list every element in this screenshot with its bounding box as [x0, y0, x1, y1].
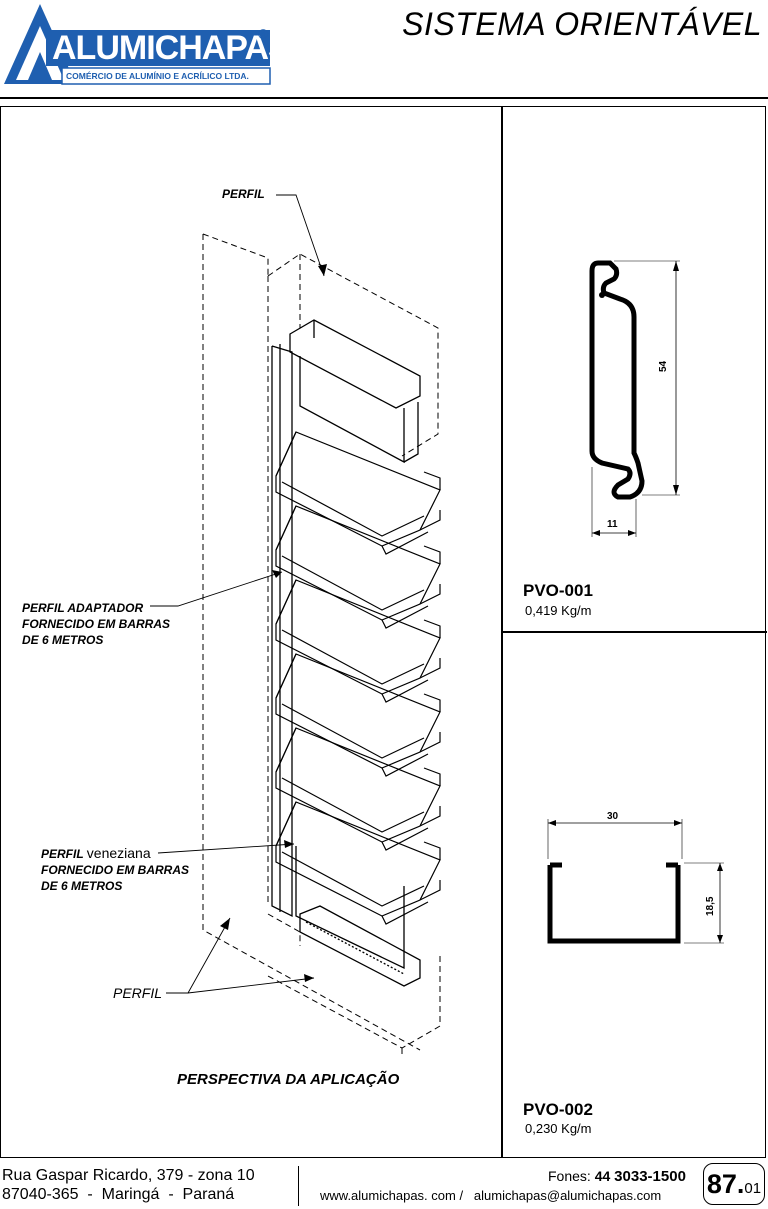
address-line1: Rua Gaspar Ricardo, 379 - zona 10 [2, 1167, 255, 1184]
label-adaptador-line3: DE 6 METROS [22, 633, 104, 647]
label-veneziana-line2: FORNECIDO EM BARRAS [41, 863, 190, 877]
label-veneziana: PERFIL veneziana FORNECIDO EM BARRAS DE … [41, 845, 189, 894]
phone-label: Fones: [548, 1168, 591, 1184]
louvre-blades [275, 431, 441, 925]
page-number-badge: 87.01 [703, 1163, 765, 1205]
pvo-002-width-dim: 30 [607, 811, 619, 822]
header-rule [0, 97, 768, 99]
phone-ddd: 44 [594, 1168, 611, 1184]
page-title: SISTEMA ORIENTÁVEL [402, 6, 762, 42]
address-line2: 87040-365 - Maringá - Paraná [2, 1186, 235, 1203]
profile-pvo-001-drawing [589, 260, 680, 537]
pvo-002-weight: 0,230 Kg/m [525, 1121, 592, 1136]
page-number-minor: 01 [744, 1180, 762, 1197]
pvo-002-code: PVO-002 [523, 1100, 593, 1119]
label-veneziana-prefix: PERFIL [41, 847, 84, 861]
label-adaptador-line1: PERFIL ADAPTADOR [22, 601, 144, 615]
company-logo: ALUMICHAPAS ® COMÉRCIO DE ALUMÍNIO E ACR… [2, 2, 291, 88]
label-adaptador: PERFIL ADAPTADOR FORNECIDO EM BARRAS DE … [22, 600, 170, 648]
phone-block: Fones: 44 3033-1500 [548, 1168, 686, 1185]
page-number-major: 87. [706, 1169, 745, 1199]
logo-registered-mark: ® [258, 26, 269, 42]
pvo-001-code: PVO-001 [523, 581, 593, 600]
label-perfil-bottom: PERFIL [113, 985, 163, 1001]
logo-wordmark: ALUMICHAPAS [52, 29, 291, 67]
phone-number: 3033-1500 [614, 1168, 686, 1185]
pvo-002-height-dim: 18,5 [705, 896, 716, 916]
logo-tagline: COMÉRCIO DE ALUMÍNIO E ACRÍLICO LTDA. [66, 71, 249, 81]
perspective-drawing [150, 194, 441, 1056]
bottom-rail [295, 846, 421, 987]
dashed-wall-outline [202, 233, 441, 1056]
label-perfil-top: PERFIL [222, 187, 265, 201]
footer-divider [298, 1166, 299, 1206]
top-rail [289, 319, 421, 464]
label-adaptador-line2: FORNECIDO EM BARRAS [22, 617, 171, 631]
leader-lines [150, 194, 325, 994]
horizontal-divider [501, 631, 767, 633]
label-veneziana-word: veneziana [86, 845, 151, 861]
pvo-001-height-dim: 54 [658, 360, 669, 372]
adaptor-profile [271, 344, 293, 918]
pvo-001-width-dim: 11 [607, 519, 618, 530]
profile-pvo-002-drawing [547, 819, 724, 944]
leader-arrowheads [220, 264, 327, 982]
pvo-001-weight: 0,419 Kg/m [525, 603, 592, 618]
drawing-caption: PERSPECTIVA DA APLICAÇÃO [177, 1071, 400, 1088]
label-veneziana-line3: DE 6 METROS [41, 879, 123, 893]
logo-triangle-icon [4, 4, 271, 85]
web-email: www.alumichapas. com / alumichapas@alumi… [320, 1188, 662, 1203]
